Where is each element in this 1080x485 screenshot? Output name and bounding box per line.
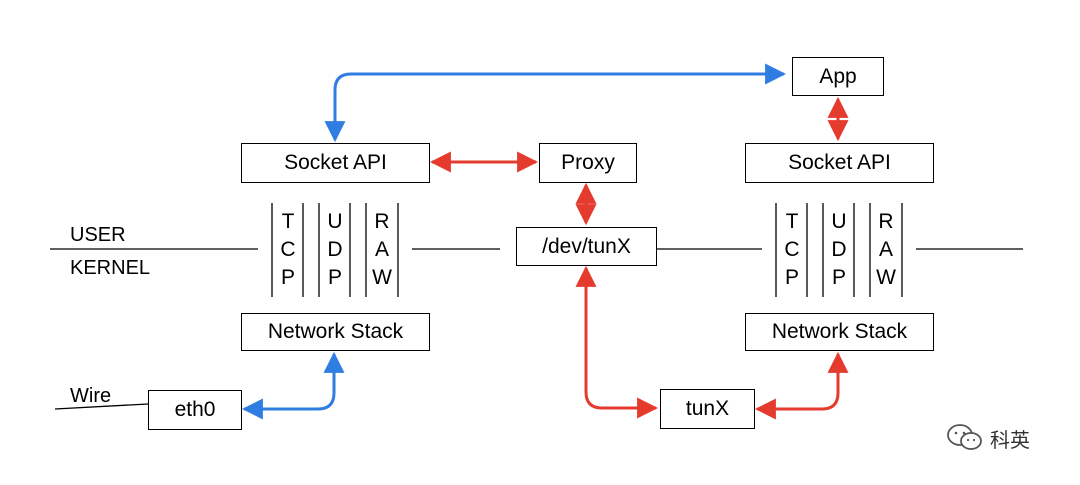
left-raw-column: R A W <box>368 208 396 292</box>
tcp-letter: C <box>280 238 296 261</box>
watermark-text: 科英 <box>990 429 1030 452</box>
dev-tun-box: /dev/tunX <box>516 227 657 266</box>
udp-letter: U <box>831 210 847 233</box>
wechat-icon <box>947 424 982 450</box>
raw-letter: W <box>372 266 392 289</box>
raw-letter: R <box>374 210 390 233</box>
tcp-letter: T <box>281 210 295 233</box>
tcp-letter: P <box>280 266 295 289</box>
tunx-label: tunX <box>685 397 730 420</box>
wire-line <box>54 403 149 410</box>
udp-letter: P <box>831 266 846 289</box>
raw-letter: W <box>876 266 896 289</box>
protocol-columns-right <box>775 203 903 297</box>
raw-letter: R <box>878 210 894 233</box>
left-network-stack-box: Network Stack <box>241 313 430 351</box>
tunx-box: tunX <box>660 389 755 429</box>
proxy-box: Proxy <box>539 143 637 183</box>
arrow-socket-to-app <box>324 63 787 143</box>
tcp-letter: C <box>784 238 800 261</box>
user-label: USER <box>70 224 126 246</box>
proxy-label: Proxy <box>561 151 615 174</box>
right-network-stack-box: Network Stack <box>745 313 934 351</box>
kernel-label: KERNEL <box>70 257 151 279</box>
arrow-eth0-to-stack <box>241 351 345 420</box>
right-tcp-column: T C P <box>778 208 806 292</box>
udp-letter: U <box>327 210 343 233</box>
wire-label: Wire <box>70 385 112 407</box>
left-udp-column: U D P <box>321 208 349 292</box>
raw-letter: A <box>374 238 389 261</box>
dev-tun-label: /dev/tunX <box>542 234 631 258</box>
eth0-box: eth0 <box>148 390 242 430</box>
udp-letter: D <box>831 238 847 261</box>
watermark: 科英 <box>946 423 1030 453</box>
left-socket-api-label: Socket API <box>284 151 387 174</box>
right-socket-api-box: Socket API <box>745 143 934 183</box>
left-tcp-column: T C P <box>274 208 302 292</box>
right-udp-column: U D P <box>825 208 853 292</box>
tcp-letter: P <box>784 266 799 289</box>
left-socket-api-box: Socket API <box>241 143 430 183</box>
udp-letter: D <box>327 238 343 261</box>
udp-letter: P <box>327 266 342 289</box>
tcp-letter: T <box>785 210 799 233</box>
eth0-label: eth0 <box>174 398 216 421</box>
right-raw-column: R A W <box>872 208 900 292</box>
protocol-columns-left <box>271 203 399 297</box>
app-box: App <box>792 57 884 96</box>
raw-letter: A <box>878 238 893 261</box>
arrow-tunx-stack <box>754 351 849 420</box>
right-socket-api-label: Socket API <box>788 151 891 174</box>
right-network-stack-label: Network Stack <box>771 320 908 343</box>
app-label: App <box>819 64 857 88</box>
left-network-stack-label: Network Stack <box>267 320 404 343</box>
arrow-devtun-tunx <box>575 265 659 419</box>
